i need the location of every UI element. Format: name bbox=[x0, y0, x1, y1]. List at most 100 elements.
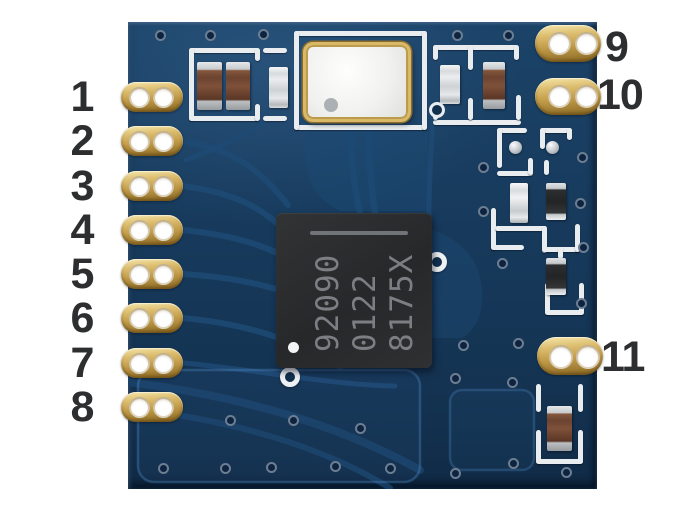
pin-label-6: 6 bbox=[70, 294, 95, 342]
silkscreen-line bbox=[491, 245, 524, 250]
silkscreen-line bbox=[294, 125, 427, 130]
via bbox=[158, 463, 169, 474]
pad-hole bbox=[152, 396, 174, 418]
pad-hole bbox=[574, 31, 598, 55]
silkscreen-line bbox=[536, 459, 583, 464]
via bbox=[497, 258, 508, 269]
pad-hole bbox=[574, 84, 598, 108]
chip-marking-line2: 0122 bbox=[347, 273, 383, 352]
silkscreen-line bbox=[255, 104, 260, 121]
capacitor-brown bbox=[197, 62, 222, 110]
pad-hole bbox=[576, 345, 600, 369]
silkscreen-line bbox=[540, 128, 572, 133]
capacitor-white bbox=[440, 65, 460, 104]
capacitor-brown bbox=[547, 406, 572, 451]
via bbox=[508, 458, 519, 469]
pad-hole bbox=[128, 352, 150, 374]
silkscreen-line bbox=[189, 48, 194, 121]
trace bbox=[128, 378, 424, 474]
via bbox=[155, 30, 166, 41]
pad-hole bbox=[549, 345, 573, 369]
via bbox=[220, 463, 231, 474]
silkscreen-line bbox=[263, 48, 287, 53]
capacitor-white bbox=[269, 67, 288, 108]
silkscreen-line bbox=[495, 226, 547, 231]
via bbox=[225, 415, 236, 426]
pin-label-11: 11 bbox=[601, 333, 645, 381]
silkscreen-line bbox=[294, 31, 299, 130]
chip-marking-line1: 92090 bbox=[310, 253, 346, 352]
inductor-silver bbox=[510, 183, 528, 223]
pin-label-2: 2 bbox=[70, 117, 95, 165]
silkscreen-line bbox=[433, 45, 518, 50]
via bbox=[452, 30, 463, 41]
silkscreen-line bbox=[558, 247, 563, 259]
via bbox=[258, 29, 269, 40]
pin-label-8: 8 bbox=[70, 383, 95, 431]
trace bbox=[180, 138, 291, 208]
copper-pour bbox=[305, 131, 428, 211]
pad-hole bbox=[152, 263, 174, 285]
via bbox=[205, 30, 216, 41]
pad-hole bbox=[128, 396, 150, 418]
pad-hole bbox=[547, 31, 571, 55]
pcb-board: 92090 0122 8175X bbox=[121, 22, 603, 489]
silkscreen-line bbox=[263, 116, 287, 121]
pin-label-5: 5 bbox=[70, 250, 95, 298]
copper-pour bbox=[432, 230, 483, 338]
via bbox=[385, 463, 396, 474]
chip-pin1-dot bbox=[288, 342, 299, 353]
ground-pour-outline bbox=[448, 388, 536, 472]
pad-hole bbox=[152, 86, 174, 108]
chip-marking-line3: 8175X bbox=[384, 253, 420, 352]
via bbox=[576, 298, 587, 309]
silkscreen-line bbox=[468, 45, 473, 70]
silkscreen-line bbox=[536, 384, 541, 412]
pin-label-3: 3 bbox=[70, 162, 95, 210]
pad-hole bbox=[128, 86, 150, 108]
pin-label-4: 4 bbox=[70, 206, 95, 254]
silkscreen-line bbox=[540, 128, 545, 149]
silkscreen-line bbox=[189, 116, 259, 121]
silkscreen-line bbox=[433, 45, 438, 60]
trace bbox=[183, 115, 273, 163]
solder-dot bbox=[546, 141, 559, 154]
via bbox=[503, 30, 514, 41]
pad-hole bbox=[128, 130, 150, 152]
silkscreen-line bbox=[497, 128, 527, 133]
via bbox=[513, 338, 524, 349]
silkscreen-line bbox=[497, 128, 502, 168]
ic-chip: 92090 0122 8175X bbox=[276, 213, 432, 368]
via bbox=[458, 340, 469, 351]
pin-label-7: 7 bbox=[70, 339, 95, 387]
via bbox=[450, 373, 461, 384]
via bbox=[280, 367, 300, 387]
via bbox=[288, 415, 299, 426]
silkscreen-line bbox=[545, 283, 550, 315]
silkscreen-line bbox=[497, 171, 533, 176]
pad-hole bbox=[128, 307, 150, 329]
via bbox=[478, 206, 489, 217]
crystal-pin1-dot bbox=[324, 98, 338, 112]
via bbox=[266, 462, 277, 473]
pad-hole bbox=[547, 84, 571, 108]
pad-hole bbox=[152, 219, 174, 241]
pin-label-10: 10 bbox=[597, 71, 644, 119]
silkscreen-line bbox=[578, 430, 583, 464]
via bbox=[450, 468, 461, 479]
silkscreen-line bbox=[433, 120, 521, 125]
silkscreen-line bbox=[528, 158, 533, 175]
silkscreen-line bbox=[575, 224, 580, 252]
via bbox=[355, 423, 366, 434]
pad-hole bbox=[152, 307, 174, 329]
ground-pour-outline bbox=[136, 368, 422, 484]
via bbox=[429, 102, 445, 118]
resistor-black bbox=[546, 183, 566, 220]
silkscreen-line bbox=[545, 310, 584, 315]
silkscreen-line bbox=[468, 98, 473, 120]
capacitor-brown bbox=[483, 62, 505, 109]
silkscreen-line bbox=[422, 31, 427, 130]
pad-hole bbox=[152, 130, 174, 152]
silkscreen-line bbox=[516, 95, 521, 120]
